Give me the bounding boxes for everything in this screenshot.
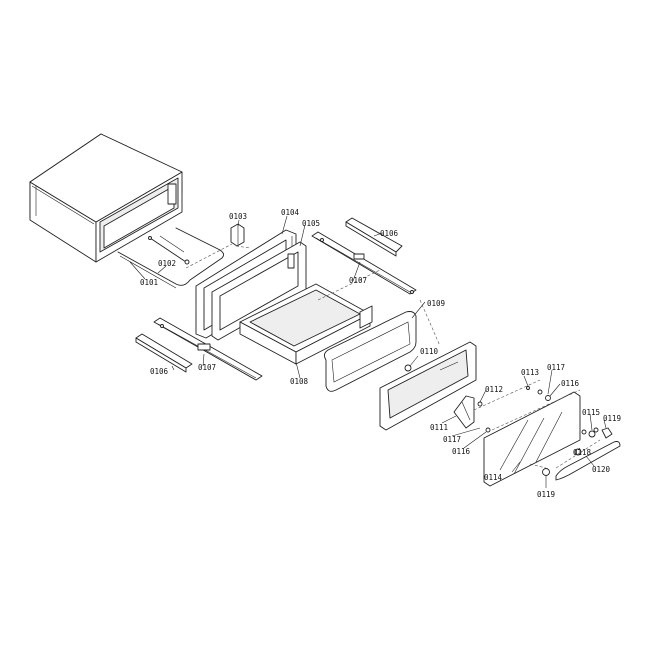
label-0111: 0111	[430, 423, 448, 432]
part-0118-spacer	[574, 448, 582, 456]
label-0117-lower: 0117	[443, 435, 461, 444]
label-0116-lower: 0116	[452, 447, 471, 456]
leader-lines	[129, 215, 607, 488]
part-0101-wire-loop	[117, 227, 225, 289]
screws	[477, 386, 599, 435]
label-0112: 0112	[485, 385, 503, 394]
label-0104: 0104	[281, 208, 300, 217]
part-0119-upper-endcap	[601, 427, 613, 439]
label-0113: 0113	[521, 368, 539, 377]
label-0105: 0105	[302, 219, 320, 228]
part-0105-inner-frame	[211, 241, 307, 341]
label-0118: 0118	[573, 448, 592, 457]
part-0108-drawer-tray	[239, 283, 373, 365]
label-0108: 0108	[290, 377, 309, 386]
housing-box	[29, 133, 183, 263]
label-0103: 0103	[229, 212, 247, 221]
part-0110-inner-door-panel	[379, 341, 477, 431]
assembly-lines	[185, 243, 601, 469]
part-0103-clip	[230, 223, 245, 247]
part-0119-lower-endcap	[542, 468, 550, 476]
label-0116-upper: 0116	[561, 379, 580, 388]
label-0106-upper: 0106	[380, 229, 399, 238]
part-0115-knob	[588, 430, 596, 438]
part-0109-door-gasket	[323, 311, 417, 392]
part-0107-upper-rail	[311, 231, 417, 295]
label-0119-lower: 0119	[537, 490, 555, 499]
label-0107-lower: 0107	[198, 363, 216, 372]
label-0109: 0109	[427, 299, 445, 308]
part-0102-rod	[148, 235, 190, 265]
label-0102: 0102	[158, 259, 176, 268]
label-0119-upper: 0119	[603, 414, 621, 423]
label-0110: 0110	[420, 347, 439, 356]
label-0120: 0120	[592, 465, 611, 474]
part-0111-hinge-bracket	[453, 395, 475, 429]
label-0106-lower: 0106	[150, 367, 169, 376]
label-0107-upper: 0107	[349, 276, 367, 285]
part-0114-glass-door	[483, 391, 581, 487]
label-0114: 0114	[484, 473, 503, 482]
part-0106-upper-cover	[345, 217, 403, 257]
part-0107-lower-rail	[153, 317, 263, 381]
label-0115: 0115	[582, 408, 600, 417]
part-labels: 0101 0102 0103 0104 0105 0106 0107 0109 …	[140, 208, 621, 499]
label-0101: 0101	[140, 278, 158, 287]
part-0120-handle	[555, 441, 621, 481]
part-0106-lower-cover	[135, 333, 193, 373]
label-0117-upper: 0117	[547, 363, 565, 372]
